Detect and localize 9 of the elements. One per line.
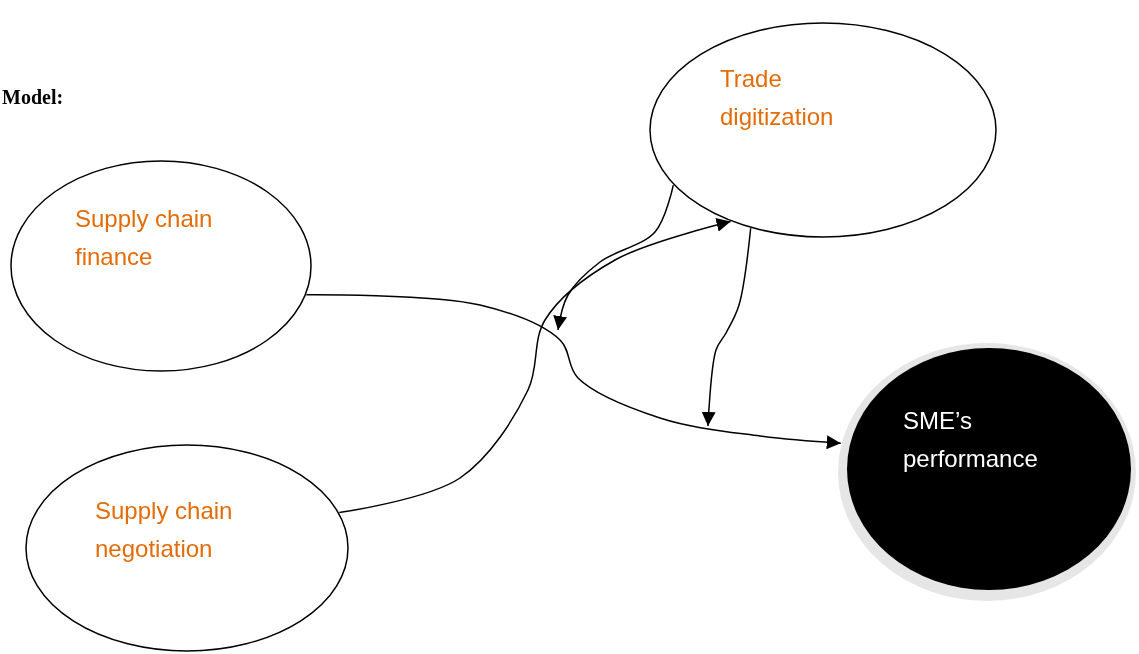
arrow [701,227,752,427]
arrow [338,218,732,514]
node-label: Supply chain negotiation [95,496,234,564]
node-label: SME’s performance [903,406,1039,474]
arrow [305,293,842,450]
node-label: Supply chain finance [75,204,214,272]
node-label: Trade digitization [720,64,835,132]
heading-label: Model: [2,86,64,109]
arrow [553,184,675,331]
